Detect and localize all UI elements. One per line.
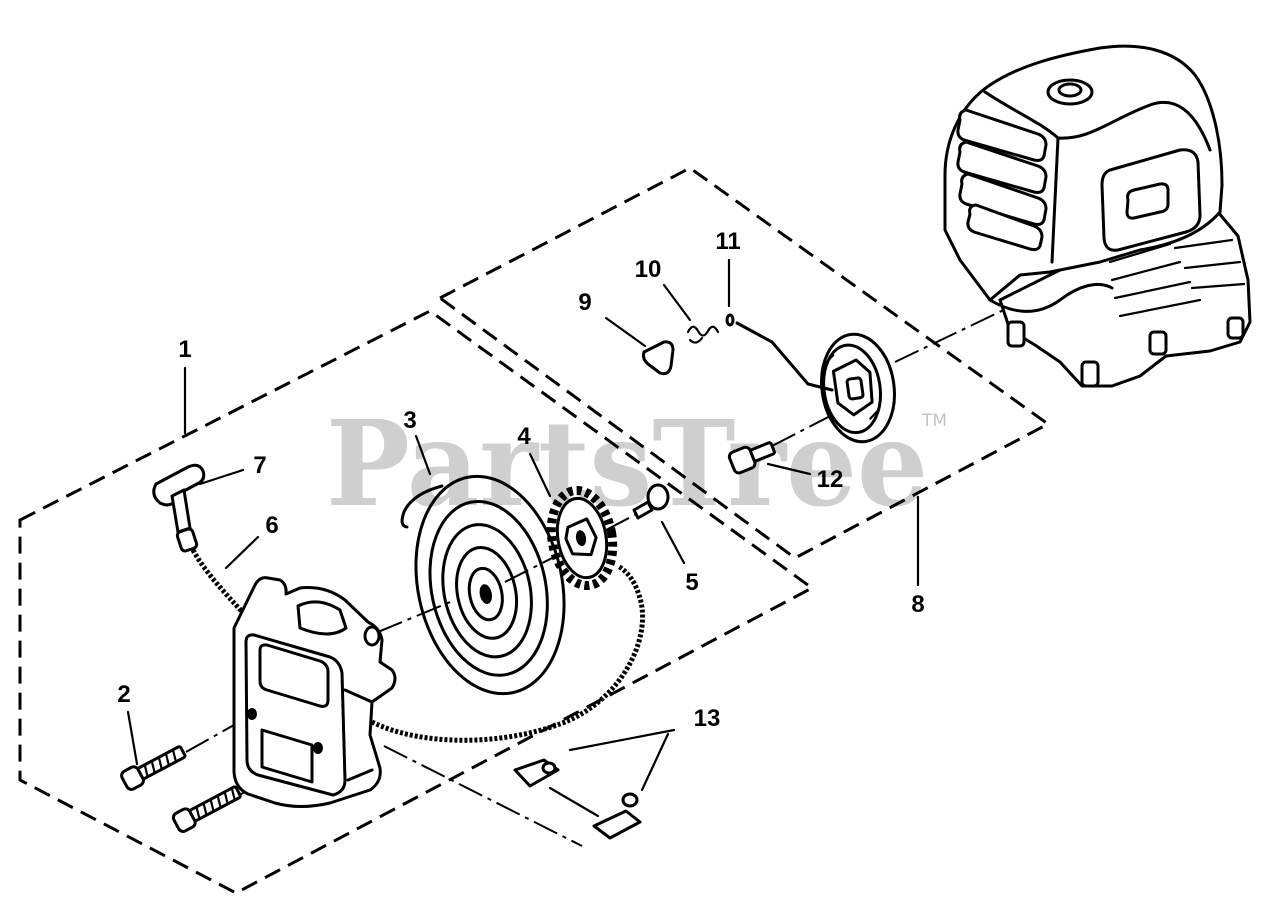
shroud-slot-1	[956, 108, 1048, 162]
housing-side-edge	[343, 688, 374, 782]
part-4-ratchet	[546, 485, 618, 591]
callout-7: 7	[253, 452, 266, 479]
mount-ear-2	[1080, 360, 1100, 388]
shroud-slot-3	[958, 172, 1048, 226]
shroud-top-ridge	[1056, 100, 1212, 152]
cylinder-fins	[1108, 238, 1246, 318]
callout-13: 13	[694, 705, 721, 732]
ratchet-bore	[575, 530, 587, 547]
pulley-plate-hub	[845, 376, 865, 401]
axis-keys	[383, 745, 583, 847]
shroud-slot-4	[966, 203, 1044, 252]
reel-outer-rim	[414, 474, 566, 696]
leader-2	[126, 710, 139, 766]
callout-2: 2	[117, 681, 130, 708]
housing-window-upper	[258, 643, 330, 708]
screw-2-upper-thread	[143, 748, 178, 778]
leader-6	[224, 535, 260, 570]
muffler-outlet	[1125, 182, 1170, 220]
starter-pulley-plate	[820, 332, 896, 444]
leader-9	[604, 316, 647, 348]
leader-13	[568, 728, 676, 792]
housing-rope-guide	[363, 625, 381, 647]
screw-12-shank	[749, 441, 776, 463]
part-13-key-upper	[513, 758, 560, 788]
housing-hole-upper	[247, 708, 257, 720]
handle-stem	[170, 488, 192, 534]
part-7-handle	[152, 463, 206, 553]
leader-10	[662, 283, 692, 322]
part-12-screw	[727, 441, 776, 475]
key-lower-tab	[621, 792, 639, 808]
callout-1: 1	[178, 336, 191, 363]
assembly-box-1	[18, 309, 815, 895]
callout-3: 3	[403, 407, 416, 434]
callout-10: 10	[635, 256, 662, 283]
part-11-clip	[725, 313, 735, 327]
part-2-screw-upper	[120, 745, 187, 791]
reel-hub	[479, 584, 493, 604]
reel-coil-3	[455, 545, 518, 640]
screw-5-shank	[632, 500, 654, 520]
reel-coil-1	[428, 499, 549, 677]
screw-2-lower-shank	[188, 785, 242, 823]
key-link-line	[548, 786, 600, 818]
watermark-trademark: TM	[921, 411, 947, 431]
reel-coil-2	[441, 523, 533, 659]
leader-5	[660, 520, 686, 565]
callout-8: 8	[911, 591, 924, 618]
key-upper-tab	[541, 761, 557, 775]
engine-assembly	[943, 44, 1252, 388]
axis-plate-screw	[771, 411, 839, 447]
part-5-screw	[632, 483, 670, 520]
part-10-spring	[686, 325, 720, 344]
screw-2-lower-thread	[195, 786, 236, 820]
housing-top-boss	[296, 600, 348, 636]
reel-coil-4	[467, 566, 504, 622]
ratchet-teeth	[546, 485, 618, 591]
handle-ferrule	[175, 527, 199, 553]
part-13-key-lower	[592, 792, 642, 840]
leader-12	[766, 462, 812, 476]
crankcase-line	[988, 283, 1114, 313]
part-2-screw-lower	[171, 785, 242, 833]
callout-5: 5	[685, 569, 698, 596]
callout-6: 6	[265, 512, 278, 539]
axis-plate-engine	[894, 305, 1013, 363]
leader-3	[414, 434, 432, 476]
leader-4	[528, 452, 552, 498]
screw-5-head	[646, 483, 670, 511]
axis-ratchet-screw	[605, 507, 649, 531]
callout-4: 4	[517, 423, 531, 450]
callout-11: 11	[715, 228, 740, 255]
mount-ear-1	[1006, 320, 1026, 348]
clip-to-plate-line	[735, 321, 834, 392]
starter-rope	[370, 563, 645, 743]
fuel-cap-center	[1057, 82, 1083, 98]
leader-7	[198, 468, 245, 486]
key-lower-body	[592, 809, 642, 840]
housing-hole-lower	[313, 742, 323, 754]
part-3-reel	[414, 474, 566, 696]
assembly-box-8	[437, 166, 1051, 560]
spring-hook	[400, 484, 444, 529]
shroud-slot-2	[956, 140, 1048, 194]
callout-12: 12	[817, 466, 844, 493]
part-1-housing	[232, 576, 397, 808]
axis-housing-reel	[377, 599, 456, 633]
mount-ear-4	[1226, 316, 1245, 340]
callout-9: 9	[578, 289, 591, 316]
pulley-plate-notch	[823, 354, 881, 420]
screw-2-upper-shank	[136, 745, 187, 780]
part-9-pawl	[642, 340, 675, 376]
housing-window-lower	[260, 728, 314, 784]
mount-ear-3	[1148, 330, 1168, 356]
housing-face-panel	[244, 633, 347, 797]
part-6-cord	[190, 548, 248, 618]
